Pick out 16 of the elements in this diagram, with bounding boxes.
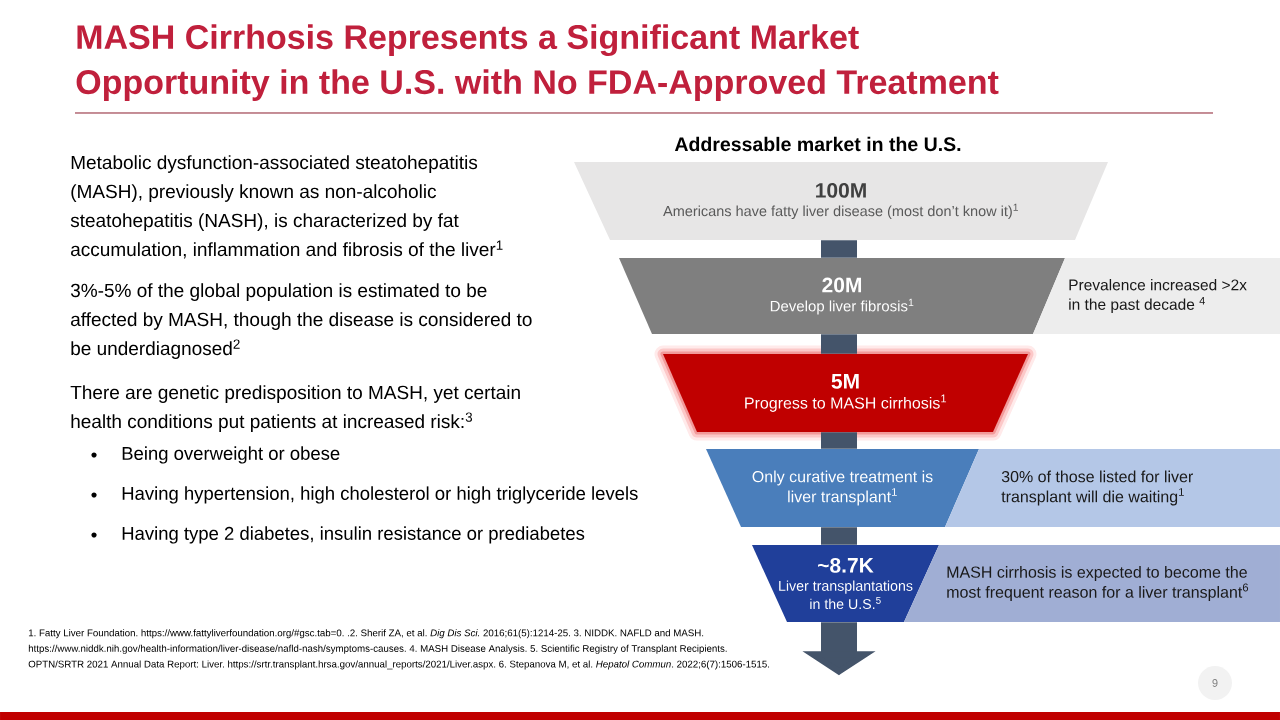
paragraph: Metabolic dysfunction-associated steatohepatitis (MASH), previously known as non-alcoholic steatohepatitis (NASH), is characterized by fat accumulation, inflammation and fibrosis of the liver$^{1}$ [70,155,503,259]
list-item: Being overweight or obese [122,446,340,464]
paragraph: There are genetic predisposition to MASH, yet certain health conditions put patients at increased risk:$^{3}$ [70,385,520,432]
title: MASH Cirrhosis Represents a Significant Market Opportunity in the U.S. with No FDA-Approved Treatment [76,24,999,101]
funnel-stage: 5M Progress to MASH cirrhosis$^{1}$ [654,345,1037,441]
funnel-stage: ~8.7K Liver transplantations in the U.S.$^{5}$ [752,545,939,622]
footnote: 1. Fatty Liver Foundation. https://www.fattyliverfoundation.org/#gsc.tab=0. .2. Sherif ZA, et al. Dig Dis Sci. 2016;61(5):1214-25. 3. NIDDK. NAFLD and MASH. https://www.niddk.nih.gov/health-information/liver-disease/nafld-nash/symptoms-causes. 4. MASH Disease Analysis. 5. Scientific Registry of Transplant Recipients. OPTN/SRTR 2021 Annual Data Report: Liver. https://srtr.transplant.hrsa.gov/annual_reports/2021/Liver.aspx. 6. Stepanova M, et al. Hepatol Commun. 2022;6(7):1506-1515. [28,629,770,670]
funnel-stage: Only curative treatment is liver transplant$^{1}$ [706,449,979,527]
list-item: Having hypertension, high cholesterol or high triglyceride levels [122,486,638,504]
funnel-stage: 20M Develop liver fibrosis$^{1}$ [619,258,1065,334]
note-band: 30% of those listed for liver transplant will die waiting$^{1}$ [945,449,1280,527]
funnel-stage: 100M Americans have fatty liver disease (most don’t know it)$^{1}$ [574,162,1108,240]
paragraph: 3%-5% of the global population is estimated to be affected by MASH, though the disease is considered to be underdiagnosed$^{2}$ [70,283,532,359]
list-item: Having type 2 diabetes, insulin resistance or prediabetes [122,526,585,544]
note-band: Prevalence increased >2x in the past decade $^{4}$ [1033,258,1280,334]
page-number: 9 [1198,666,1232,700]
